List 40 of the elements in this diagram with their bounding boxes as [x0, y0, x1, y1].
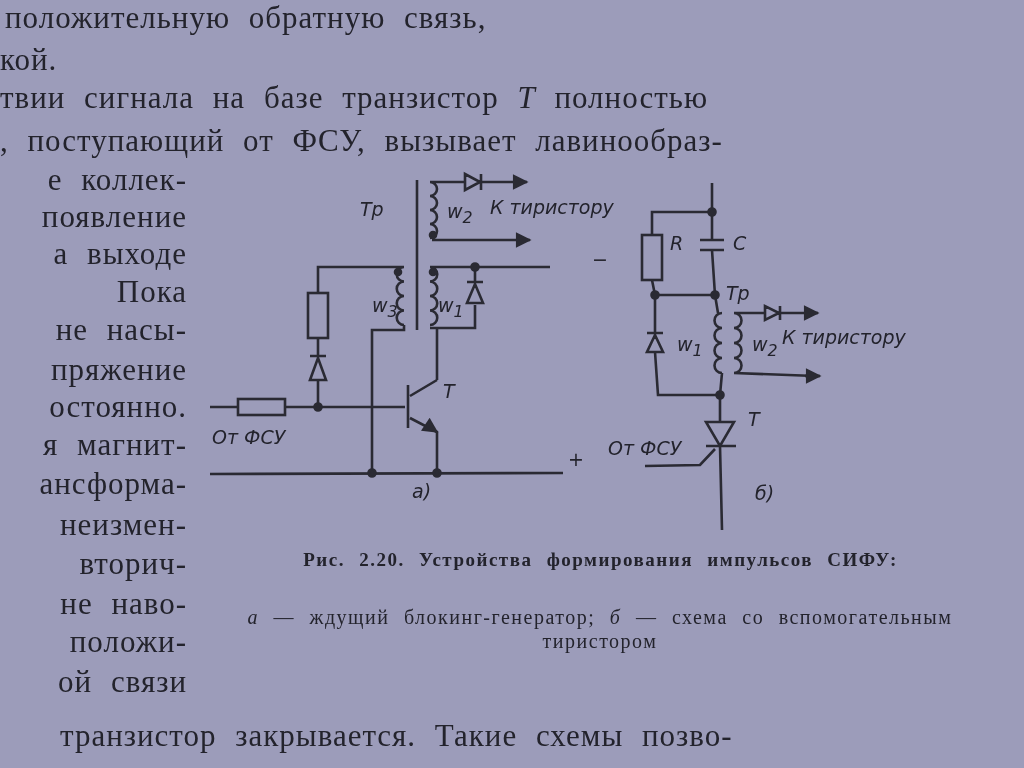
body-text-line: положительную обратную связь, [5, 0, 487, 36]
body-text-line: не насы- [55, 312, 187, 348]
circuit-label: C [733, 232, 747, 254]
circuit-label: R [670, 232, 684, 254]
circuit-label: w$_{3}$ [372, 294, 398, 321]
circuit-label: w$_{1}$ [438, 294, 464, 321]
circuit-label: T [748, 408, 760, 430]
body-text-line: я магнит- [43, 427, 187, 463]
body-text-line: транзистор закрывается. Такие схемы позво- [60, 718, 733, 754]
circuit-label: б) [755, 482, 775, 504]
circuit-label: w$_{2}$ [752, 333, 778, 360]
circuit-label: Тр [360, 198, 384, 220]
circuit-label: T [443, 380, 455, 402]
body-text-line: вторич- [79, 546, 187, 582]
circuit-label: Тр [726, 282, 750, 304]
body-text-line: неизмен- [59, 507, 187, 543]
body-text-line: а выходе [53, 236, 187, 272]
circuit-label: w$_{1}$ [677, 333, 703, 360]
circuit-label: От ФСУ [608, 437, 682, 459]
body-text-line: не наво- [60, 586, 187, 622]
circuit-label: w$_{2}$ [447, 200, 473, 227]
circuit-label: − [592, 248, 608, 270]
body-text-line: остоянно. [49, 389, 187, 425]
body-text-line: положи- [69, 624, 187, 660]
circuit-label: От ФСУ [212, 426, 286, 448]
body-text-line: твии сигнала на базе транзистор T полностью [0, 80, 709, 116]
body-text-line: е коллек- [47, 162, 187, 198]
caption-legend-text: а — ждущий блокинг-генератор; б — схема со вспомогательным тиристором [246, 605, 954, 653]
circuit-label: + [568, 448, 584, 470]
body-text-line: ой связи [58, 664, 187, 700]
body-text-line: ансформа- [39, 466, 187, 502]
circuit-label: а) [412, 480, 432, 502]
body-text-line: появление [41, 199, 187, 235]
circuit-label: К тиристору [490, 196, 614, 218]
body-text-line: , поступающий от ФСУ, вызывает лавинообраз- [0, 123, 723, 159]
figure-caption: Рис. 2.20. Устройства формирования импульсов СИФУ: [302, 548, 899, 572]
body-text-line: пряжение [50, 352, 187, 388]
circuit-label: К тиристору [782, 326, 906, 348]
body-text-line: кой. [0, 42, 58, 78]
body-text-line: Пока [116, 274, 187, 310]
